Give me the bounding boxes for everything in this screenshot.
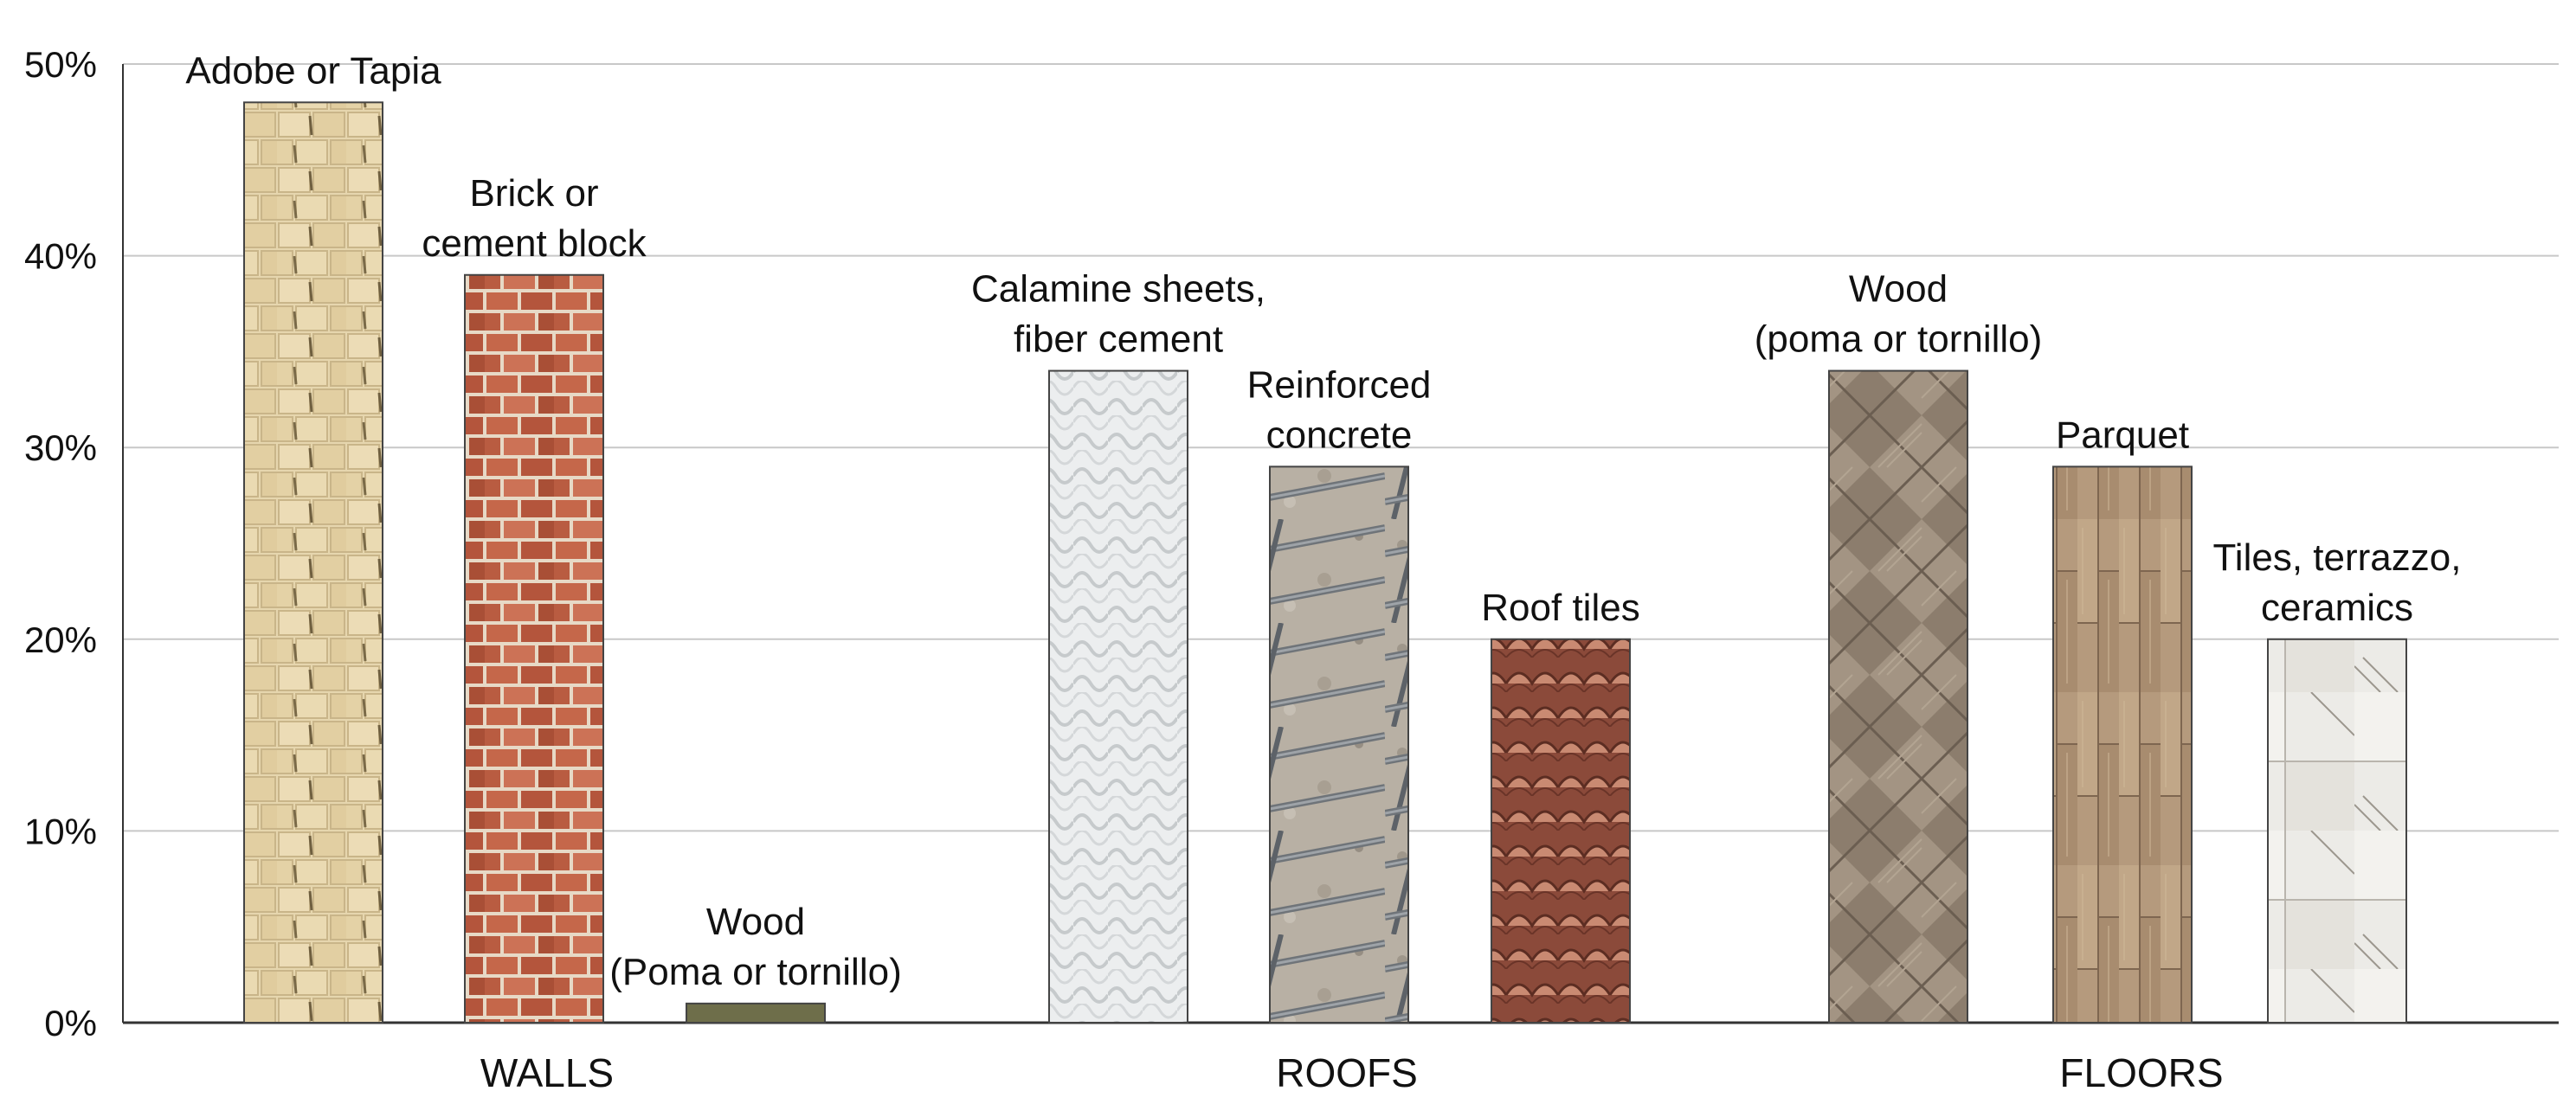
y-tick-label: 40% <box>24 236 97 277</box>
group-label-roofs: ROOFS <box>1276 1050 1418 1095</box>
bar-roofs-2 <box>1269 465 1409 1024</box>
bar-label: Parquet <box>2056 414 2189 456</box>
y-tick-label: 30% <box>24 427 97 468</box>
y-tick-label: 0% <box>44 1003 97 1043</box>
bar-roofs-3 <box>1491 638 1631 1024</box>
bar-walls-3 <box>686 1002 826 1024</box>
bar-label: Calamine sheets, <box>971 268 1265 311</box>
bar-label: Reinforced <box>1247 363 1432 406</box>
bar-label: Wood <box>706 901 805 943</box>
bar-label: Tiles, terrazzo, <box>2213 536 2462 579</box>
bar-walls-2 <box>464 273 604 1024</box>
bar-label: fiber cement <box>1014 318 1223 361</box>
bar-walls-1 <box>243 101 383 1024</box>
bar-label: Adobe or Tapia <box>185 49 441 92</box>
bar-floors-1 <box>1828 369 1968 1024</box>
bar-roofs-1 <box>1048 369 1188 1024</box>
bar-floors-3 <box>2267 638 2407 1024</box>
y-axis-tick-labels: 0% 10% 20% 30% 40% 50% <box>24 44 97 1043</box>
y-tick-label: 20% <box>24 619 97 660</box>
bar-label: Brick or <box>469 172 598 215</box>
bar-label: (Poma or tornillo) <box>609 951 901 993</box>
bar-label: Wood <box>1849 268 1948 311</box>
group-labels: WALLS ROOFS FLOORS <box>480 1050 2224 1095</box>
bar-floors-2 <box>2052 465 2193 1024</box>
bar-label: concrete <box>1266 414 1413 456</box>
bar-label: (poma or tornillo) <box>1755 318 2043 361</box>
bar-label: Roof tiles <box>1481 587 1639 629</box>
bar-label: ceramics <box>2261 587 2413 629</box>
group-label-walls: WALLS <box>480 1050 614 1095</box>
group-label-floors: FLOORS <box>2059 1050 2223 1095</box>
bar-label: cement block <box>422 222 647 265</box>
y-tick-label: 50% <box>24 44 97 85</box>
bars <box>243 101 2407 1024</box>
y-tick-label: 10% <box>24 811 97 851</box>
